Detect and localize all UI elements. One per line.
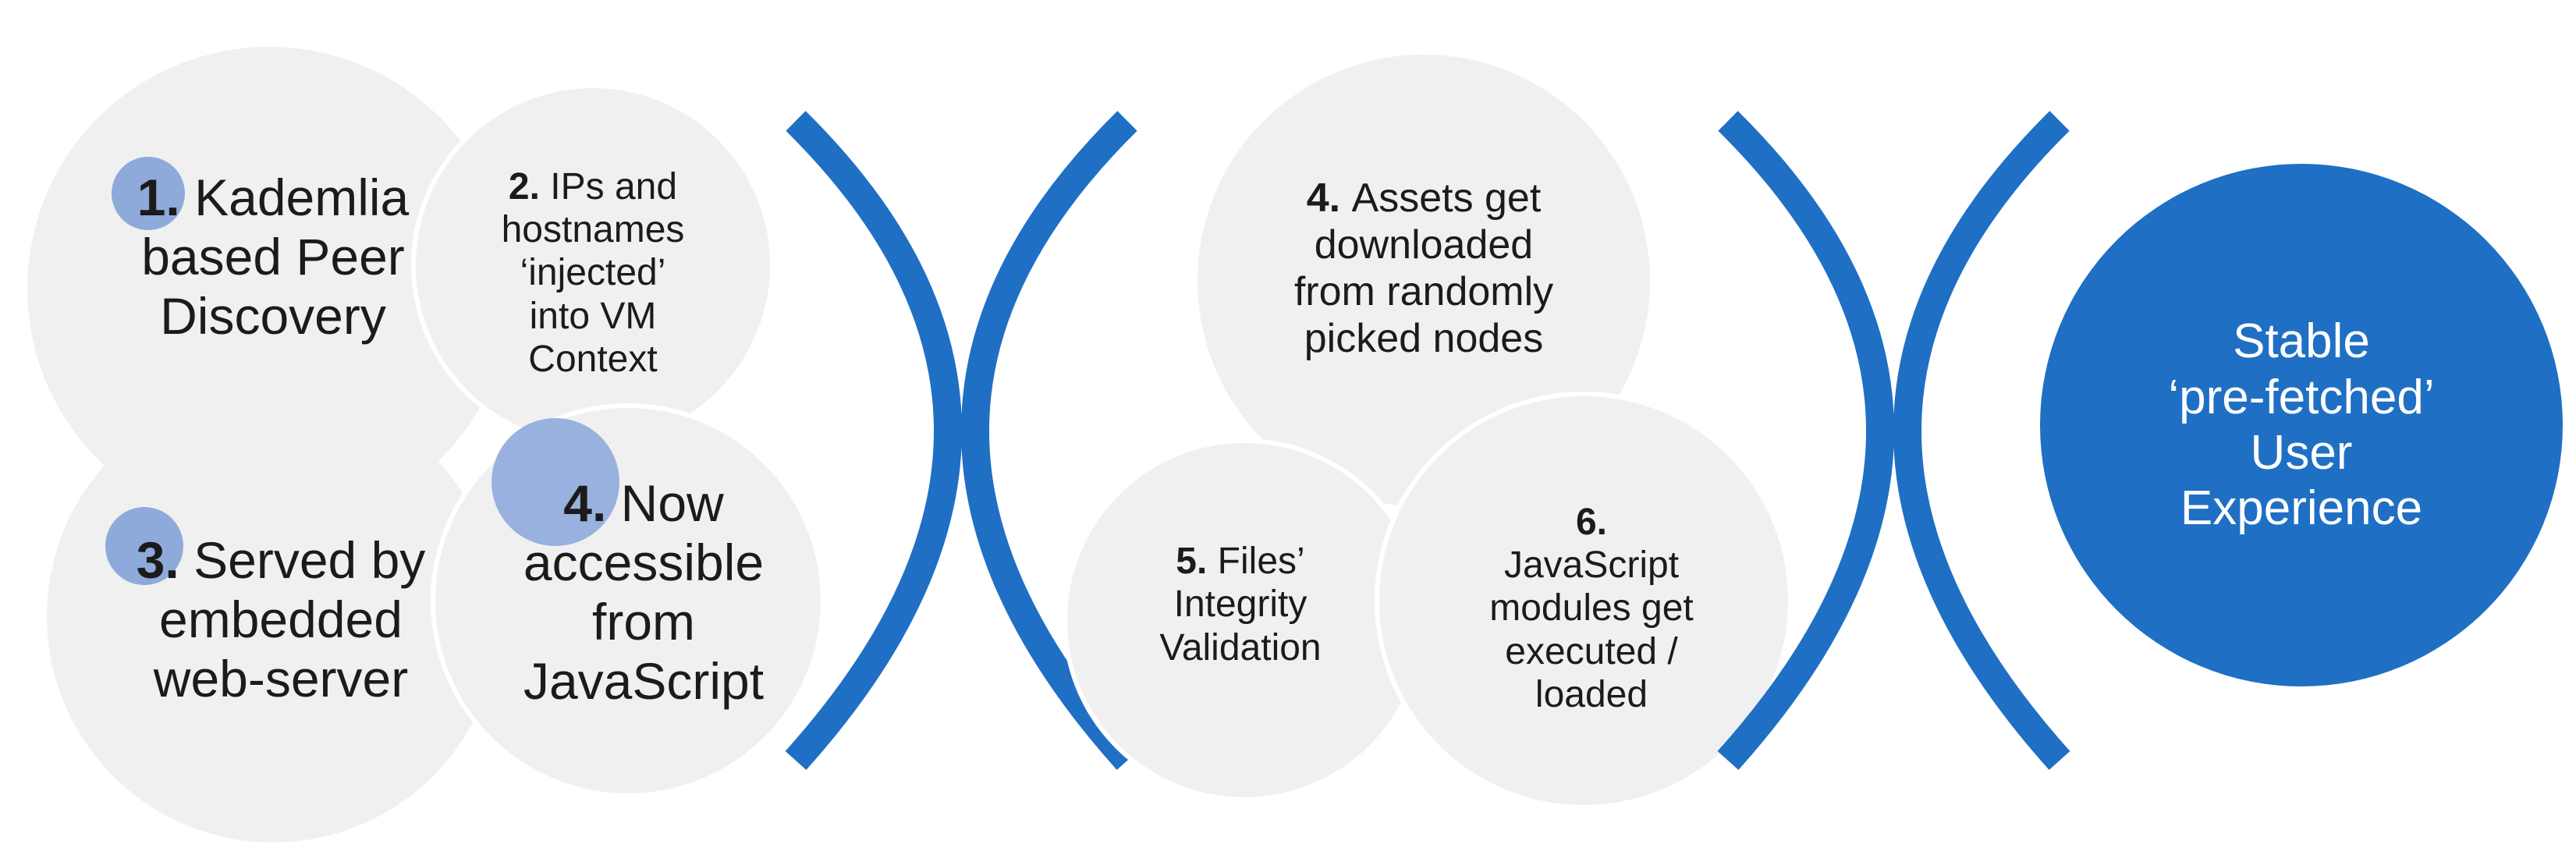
- step1-text: 1. Kademlia based Peer Discovery: [101, 152, 445, 363]
- step3-line1: Served by: [193, 531, 426, 590]
- step2-line2: hostnames: [501, 209, 685, 251]
- final-circle: [2040, 164, 2563, 686]
- step2-text: 2. IPs and hostnames ‘injected’ into VM …: [437, 125, 749, 421]
- step5-line1: Files’: [1217, 541, 1305, 583]
- step3-text: 3. Served by embedded web-server: [94, 507, 468, 733]
- step4b-text: 4. Assets get downloaded from randomly p…: [1233, 152, 1615, 386]
- step5-line3: Validation: [1159, 626, 1322, 668]
- step6-line2: modules get: [1489, 587, 1694, 629]
- step5-number: 5.: [1176, 541, 1208, 583]
- step6-line4: loaded: [1535, 673, 1648, 715]
- step4a-text: 4. Now accessible from JavaScript: [488, 449, 800, 737]
- step4a-number: 4.: [563, 474, 607, 533]
- final-line3: User: [2250, 426, 2353, 480]
- step4b-line2: downloaded: [1314, 222, 1534, 268]
- step6-text: 6. JavaScript modules get executed / loa…: [1428, 460, 1755, 757]
- step4b-circle: [1198, 55, 1650, 507]
- step2-line5: Context: [528, 338, 658, 380]
- step6-circle: [1375, 392, 1793, 810]
- bracket-open-3: [1893, 111, 2070, 771]
- final-text: Stable ‘pre-fetched’ User Experience: [2075, 289, 2528, 562]
- step3-badge: [105, 507, 183, 585]
- step6-line1: JavaScript: [1503, 544, 1680, 587]
- bracket-close-1: [785, 111, 962, 771]
- step3-number: 3.: [136, 531, 179, 590]
- step1-number: 1.: [137, 168, 180, 227]
- step1-line1: Kademlia: [194, 168, 410, 227]
- step6-line3: executed /: [1505, 630, 1678, 672]
- step5-line2: Integrity: [1173, 583, 1308, 626]
- step5-text: 5. Files’ Integrity Validation: [1092, 515, 1389, 694]
- step2-number: 2.: [508, 166, 540, 208]
- bracket-open-2: [961, 111, 1138, 771]
- final-line4: Experience: [2180, 481, 2423, 536]
- step3-line3: web-server: [153, 649, 409, 707]
- step3-circle: [47, 390, 499, 842]
- step4b-line4: picked nodes: [1304, 315, 1544, 361]
- step4a-line1: Now: [620, 474, 724, 533]
- final-line2: ‘pre-fetched’: [2168, 370, 2435, 424]
- step2-line3: ‘injected’: [520, 252, 666, 294]
- bracket-close-2: [1717, 111, 1894, 771]
- step1-badge: [112, 157, 185, 230]
- step6-number: 6.: [1575, 502, 1608, 544]
- step1-line3: Discovery: [160, 286, 386, 345]
- step4a-line2: accessible: [523, 534, 765, 592]
- step4b-line3: from randomly: [1293, 269, 1554, 314]
- step4a-line4: JavaScript: [523, 651, 765, 710]
- final-line1: Stable: [2233, 314, 2370, 369]
- step4a-badge: [491, 418, 619, 546]
- step1-line2: based Peer: [141, 228, 405, 286]
- step3-line2: embedded: [159, 590, 403, 649]
- step4b-number: 4.: [1306, 176, 1341, 222]
- step4b-line1: Assets get: [1351, 176, 1542, 222]
- step2-line1: IPs and: [550, 166, 678, 208]
- step2-line4: into VM: [529, 295, 657, 337]
- step4a-line3: from: [592, 593, 695, 651]
